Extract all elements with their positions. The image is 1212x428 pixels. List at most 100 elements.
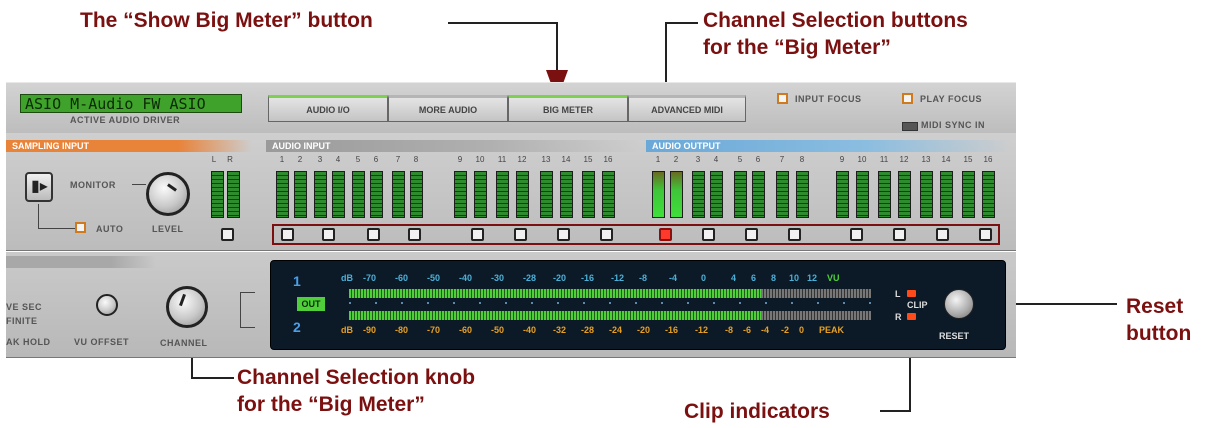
auto-checkbox[interactable]	[75, 222, 86, 233]
output-channel-meter	[878, 171, 891, 218]
output-channel-number: 14	[941, 155, 951, 164]
input-channel-meter	[582, 171, 595, 218]
vu-scale-label: 6	[751, 273, 757, 283]
monitor-auto-connector	[38, 204, 75, 229]
peak-scale-label: -32	[553, 325, 567, 335]
vu-scale-label: -8	[639, 273, 648, 283]
channel-select-button[interactable]	[745, 228, 758, 241]
annotation-reset-line1: Reset	[1126, 295, 1184, 318]
show-big-meter-button[interactable]: BIG METER	[508, 95, 628, 122]
vu-scale-label: 12	[807, 273, 818, 283]
vu-scale-label: -50	[427, 273, 441, 283]
channel-select-button[interactable]	[702, 228, 715, 241]
midi-sync-led	[902, 122, 918, 131]
output-channel-meter	[710, 171, 723, 218]
level-label: LEVEL	[152, 224, 184, 234]
channel-select-button[interactable]	[557, 228, 570, 241]
input-channel-meter	[540, 171, 553, 218]
tab-audio-io[interactable]: AUDIO I/O	[268, 95, 388, 122]
channel-select-button[interactable]	[408, 228, 421, 241]
big-meter-bar-top-unlit	[761, 289, 871, 298]
vu-offset-knob[interactable]	[96, 294, 118, 316]
input-channel-number: 6	[373, 155, 379, 164]
annotation-channel-knob-line2: for the “Big Meter”	[237, 393, 425, 416]
big-meter-bar-bottom-unlit	[761, 311, 871, 320]
sampling-meter-l	[211, 171, 224, 218]
output-channel-meter	[652, 171, 665, 218]
channel-select-button[interactable]	[514, 228, 527, 241]
vu-scale-label: dB	[341, 273, 353, 283]
peak-hold-label: AK HOLD	[6, 337, 51, 347]
peak-scale-label: -12	[695, 325, 709, 335]
input-channel-meter	[392, 171, 405, 218]
input-channel-number: 15	[583, 155, 593, 164]
input-channel-meter	[352, 171, 365, 218]
annotation-channel-knob-line1: Channel Selection knob	[237, 366, 476, 389]
channel-select-button[interactable]	[893, 228, 906, 241]
big-meter-bar-top	[349, 289, 761, 298]
big-meter-out-badge: OUT	[297, 297, 325, 311]
audio-driver-caption: ACTIVE AUDIO DRIVER	[70, 115, 181, 125]
play-focus-checkbox[interactable]	[902, 93, 913, 104]
output-channel-meter	[836, 171, 849, 218]
channel-select-button[interactable]	[322, 228, 335, 241]
sampling-select-button[interactable]	[221, 228, 234, 241]
vu-scale-label: 0	[701, 273, 707, 283]
input-focus-checkbox[interactable]	[777, 93, 788, 104]
peak-scale-label: 0	[799, 325, 805, 335]
monitor-button[interactable]: ▮▸	[25, 172, 53, 202]
input-channel-number: 4	[335, 155, 341, 164]
input-channel-number: 16	[603, 155, 613, 164]
reset-button[interactable]	[944, 289, 974, 319]
peak-scale-label: -50	[491, 325, 505, 335]
big-meter-l-label: L	[895, 289, 901, 299]
output-channel-meter	[982, 171, 995, 218]
big-meter-bar-bottom	[349, 311, 761, 320]
channel-select-button[interactable]	[471, 228, 484, 241]
output-channel-meter	[734, 171, 747, 218]
audio-driver-display[interactable]: ASIO M-Audio FW ASIO	[20, 94, 242, 113]
output-channel-meter	[940, 171, 953, 218]
channel-select-button[interactable]	[979, 228, 992, 241]
output-channel-number: 1	[655, 155, 661, 164]
channel-select-button[interactable]	[367, 228, 380, 241]
tab-advanced-midi[interactable]: ADVANCED MIDI	[628, 95, 746, 122]
output-channel-meter	[796, 171, 809, 218]
big-meter-ch2: 2	[293, 319, 301, 335]
output-channel-number: 15	[963, 155, 973, 164]
input-channel-meter	[474, 171, 487, 218]
channel-select-button[interactable]	[788, 228, 801, 241]
output-channel-number: 13	[921, 155, 931, 164]
channel-select-button[interactable]	[281, 228, 294, 241]
big-meter-r-label: R	[895, 312, 902, 322]
reset-label: RESET	[939, 331, 970, 341]
vu-scale-label: -70	[363, 273, 377, 283]
channel-selection-knob[interactable]	[166, 286, 208, 328]
peak-scale-label: -6	[743, 325, 752, 335]
vu-scale-label: VU	[827, 273, 840, 283]
audio-output-header: AUDIO OUTPUT	[646, 140, 1012, 152]
channel-select-button[interactable]	[600, 228, 613, 241]
channel-select-button[interactable]	[659, 228, 672, 241]
annotation-channel-buttons: Channel Selection buttons for the “Big M…	[703, 7, 968, 61]
level-knob[interactable]	[146, 172, 190, 216]
input-channel-number: 1	[279, 155, 285, 164]
output-channel-number: 11	[879, 155, 889, 164]
tab-more-audio[interactable]: MORE AUDIO	[388, 95, 508, 122]
output-channel-meter	[692, 171, 705, 218]
midi-sync-label: MIDI SYNC IN	[921, 120, 986, 130]
peak-scale-label: -16	[665, 325, 679, 335]
peak-scale-label: -40	[523, 325, 537, 335]
sampling-input-header: SAMPLING INPUT	[6, 140, 252, 152]
input-channel-meter	[370, 171, 383, 218]
channel-select-button[interactable]	[850, 228, 863, 241]
vu-scale-label: -60	[395, 273, 409, 283]
peak-scale-label: -4	[761, 325, 770, 335]
vu-scale-label: -4	[669, 273, 678, 283]
infinite-label: FINITE	[6, 316, 38, 326]
monitor-label: MONITOR	[70, 180, 116, 190]
big-meter-clip-label: CLIP	[907, 300, 928, 310]
annotation-channel-buttons-line2: for the “Big Meter”	[703, 36, 891, 59]
channel-select-button[interactable]	[936, 228, 949, 241]
output-channel-number: 9	[839, 155, 845, 164]
